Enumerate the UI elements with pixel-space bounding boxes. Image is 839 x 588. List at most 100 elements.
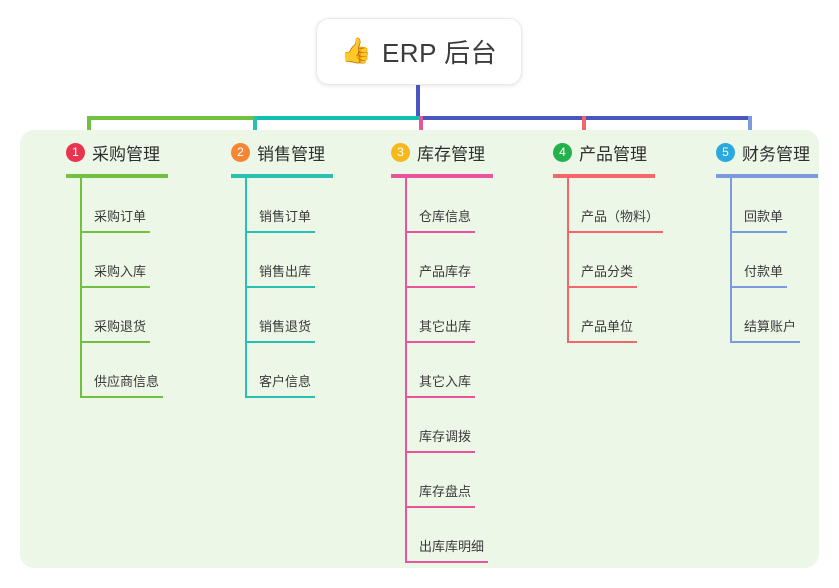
branch-item-rule bbox=[567, 341, 637, 343]
branch-trunk-line bbox=[245, 178, 247, 398]
branch-item[interactable]: 产品（物料） bbox=[567, 178, 697, 233]
branch-item-list: 产品（物料） 产品分类产品单位 bbox=[567, 178, 697, 343]
branch-column-2: 2 销售管理销售订单销售出库销售退货客户信息 bbox=[215, 130, 375, 398]
branch-item[interactable]: 付款单 bbox=[730, 233, 839, 288]
branch-item[interactable]: 回款单 bbox=[730, 178, 839, 233]
bus-segment-1 bbox=[87, 116, 253, 120]
branch-item-label: 销售退货 bbox=[259, 319, 312, 334]
branch-item-label: 库存调拨 bbox=[419, 429, 472, 444]
branch-item-rule bbox=[567, 286, 637, 288]
branch-item[interactable]: 供应商信息 bbox=[80, 343, 210, 398]
branch-item-label: 采购入库 bbox=[94, 264, 147, 279]
branch-item-label: 销售订单 bbox=[259, 209, 312, 224]
branch-item-rule bbox=[405, 561, 488, 563]
thumbs-up-icon: 👍 bbox=[340, 37, 372, 65]
branch-item-rule bbox=[730, 286, 787, 288]
branch-item[interactable]: 销售退货 bbox=[245, 288, 375, 343]
branch-item[interactable]: 库存盘点 bbox=[405, 453, 535, 508]
branch-header-rule bbox=[553, 174, 655, 178]
branch-item-list: 仓库信息产品库存其它出库其它入库库存调拨库存盘点出库库明细 bbox=[405, 178, 535, 563]
branch-number-badge: 3 bbox=[391, 142, 410, 162]
branch-item[interactable]: 出库库明细 bbox=[405, 508, 535, 563]
branch-item[interactable]: 产品库存 bbox=[405, 233, 535, 288]
branch-item-label: 其它入库 bbox=[419, 374, 472, 389]
branch-item-rule bbox=[405, 341, 475, 343]
branch-title: 财务管理 bbox=[742, 144, 810, 164]
branch-item[interactable]: 采购退货 bbox=[80, 288, 210, 343]
branch-header-4[interactable]: 4 产品管理 bbox=[537, 130, 697, 174]
root-title: ERP 后台 bbox=[381, 38, 498, 68]
branch-item-label: 产品单位 bbox=[581, 319, 634, 334]
branch-item-rule bbox=[245, 286, 315, 288]
branch-item-label: 其它出库 bbox=[419, 319, 472, 334]
branch-trunk-line bbox=[80, 178, 82, 398]
branch-item-rule bbox=[80, 286, 150, 288]
branch-item[interactable]: 产品分类 bbox=[567, 233, 697, 288]
root-node[interactable]: 👍 ERP 后台 bbox=[316, 18, 522, 85]
branch-number-badge: 4 bbox=[553, 142, 572, 162]
branch-item[interactable]: 客户信息 bbox=[245, 343, 375, 398]
branch-item-label: 产品（物料） bbox=[581, 209, 660, 224]
branch-trunk-line bbox=[730, 178, 732, 343]
branch-number-badge: 2 bbox=[231, 142, 250, 162]
branch-number-badge: 5 bbox=[716, 142, 735, 162]
branch-item[interactable]: 其它入库 bbox=[405, 343, 535, 398]
branch-trunk-line bbox=[567, 178, 569, 343]
branch-header-rule bbox=[391, 174, 493, 178]
branch-title: 产品管理 bbox=[579, 144, 647, 164]
branch-header-5[interactable]: 5 财务管理 bbox=[700, 130, 839, 174]
branch-item-rule bbox=[245, 396, 315, 398]
branch-item-label: 客户信息 bbox=[259, 374, 312, 389]
branch-item-label: 仓库信息 bbox=[419, 209, 472, 224]
branch-item-label: 采购订单 bbox=[94, 209, 147, 224]
branch-item-rule bbox=[80, 231, 150, 233]
branch-item-rule bbox=[405, 396, 475, 398]
branch-header-rule bbox=[716, 174, 818, 178]
branch-item-label: 库存盘点 bbox=[419, 484, 472, 499]
branch-item-rule bbox=[405, 451, 475, 453]
branch-item[interactable]: 结算账户 bbox=[730, 288, 839, 343]
branch-item[interactable]: 仓库信息 bbox=[405, 178, 535, 233]
branch-header-3[interactable]: 3 库存管理 bbox=[375, 130, 535, 174]
branch-item-rule bbox=[405, 231, 475, 233]
branch-item-label: 销售出库 bbox=[259, 264, 312, 279]
branch-item-rule bbox=[405, 506, 475, 508]
branch-title: 销售管理 bbox=[257, 144, 325, 164]
branch-item-rule bbox=[730, 231, 787, 233]
branch-item[interactable]: 采购订单 bbox=[80, 178, 210, 233]
branch-header-2[interactable]: 2 销售管理 bbox=[215, 130, 375, 174]
branch-item[interactable]: 销售出库 bbox=[245, 233, 375, 288]
branch-item[interactable]: 其它出库 bbox=[405, 288, 535, 343]
branch-item-list: 采购订单采购入库采购退货供应商信息 bbox=[80, 178, 210, 398]
branch-item-label: 产品库存 bbox=[419, 264, 472, 279]
branch-item-label: 结算账户 bbox=[744, 319, 797, 334]
branch-header-rule bbox=[231, 174, 333, 178]
branch-item-rule bbox=[245, 231, 315, 233]
branch-item-label: 供应商信息 bbox=[94, 374, 160, 389]
root-stem-connector bbox=[416, 85, 420, 120]
branch-header-rule bbox=[66, 174, 168, 178]
branch-title: 库存管理 bbox=[417, 144, 485, 164]
branch-item[interactable]: 采购入库 bbox=[80, 233, 210, 288]
branch-column-3: 3 库存管理仓库信息产品库存其它出库其它入库库存调拨库存盘点出库库明细 bbox=[375, 130, 535, 563]
branch-column-4: 4 产品管理产品（物料） 产品分类产品单位 bbox=[537, 130, 697, 343]
branch-item-rule bbox=[80, 396, 163, 398]
branch-item[interactable]: 产品单位 bbox=[567, 288, 697, 343]
branch-number-badge: 1 bbox=[66, 142, 85, 162]
branch-item-rule bbox=[405, 286, 475, 288]
branch-item-label: 付款单 bbox=[744, 264, 784, 279]
branch-item-label: 回款单 bbox=[744, 209, 784, 224]
branch-item-label: 产品分类 bbox=[581, 264, 634, 279]
branch-item[interactable]: 库存调拨 bbox=[405, 398, 535, 453]
branch-item-rule bbox=[567, 231, 663, 233]
branch-item[interactable]: 销售订单 bbox=[245, 178, 375, 233]
branch-item-list: 回款单付款单结算账户 bbox=[730, 178, 839, 343]
bus-segment-2 bbox=[253, 116, 419, 120]
branch-item-rule bbox=[80, 341, 150, 343]
branch-item-rule bbox=[730, 341, 800, 343]
branch-item-label: 出库库明细 bbox=[419, 539, 485, 554]
branch-trunk-line bbox=[405, 178, 407, 563]
branch-item-label: 采购退货 bbox=[94, 319, 147, 334]
